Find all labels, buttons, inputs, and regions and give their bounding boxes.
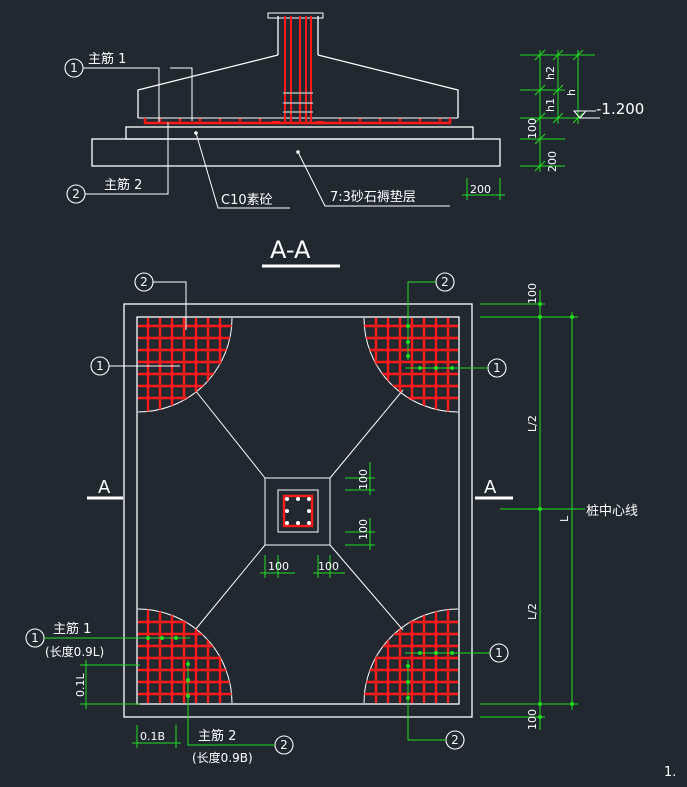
mesh-bottom-right <box>363 608 459 704</box>
section-main-bar-1-label: 主筋 1 <box>88 51 126 67</box>
col-dim-100-b: 100 <box>357 519 370 540</box>
column-dims: 100 100 100 100 <box>260 462 375 578</box>
footing-outline-plan <box>136 316 460 705</box>
tenth-dims: 0.1L 0.1B <box>74 660 181 748</box>
column-top-cap <box>267 12 324 19</box>
plan-main-bar-2-label: 主筋 2 <box>198 728 236 744</box>
column-rebars <box>272 16 324 123</box>
cut-label-right: A <box>484 477 497 498</box>
dim-200-horizontal: 200 <box>462 178 505 200</box>
footing-bottom-rebar <box>143 118 452 125</box>
col-dim-100-d: 100 <box>318 560 339 573</box>
plan-main-bar-1-length: (长度0.9L) <box>45 644 104 659</box>
dim-0-1L: 0.1L <box>74 673 87 697</box>
section-main-bar-2-label: 主筋 2 <box>104 177 142 193</box>
column-stirrup <box>282 494 314 528</box>
column-bars <box>285 497 311 525</box>
col-dim-100-a: 100 <box>357 469 370 490</box>
slope-lines <box>194 389 404 631</box>
gravel-label: 7:3砂石褥垫层 <box>330 189 416 205</box>
plan-bubble-1-bl-text: 1 <box>31 631 39 645</box>
c10-label: C10素砼 <box>221 193 273 208</box>
dim-100-bottom: 100 <box>526 709 539 730</box>
plan-bubble-2-br-text: 2 <box>451 733 459 747</box>
plan-leader-2-tl <box>153 281 187 330</box>
c10-leader <box>195 132 290 209</box>
column-section <box>277 489 319 533</box>
plan-leader-2-bl <box>187 660 275 746</box>
section-bubble-1-text: 1 <box>70 61 78 75</box>
elevation-text: -1.200 <box>596 100 644 118</box>
plan-bubble-2-tl-text: 2 <box>140 275 148 289</box>
dim-200-section: 200 <box>546 151 559 172</box>
plan-view: A-A <box>25 236 638 765</box>
gravel-cushion-layer <box>91 138 501 167</box>
gravel-leader <box>297 151 450 207</box>
plan-bubble-1-tr-text: 1 <box>493 361 501 375</box>
plan-bubble-1-tl-text: 1 <box>96 359 104 373</box>
dim-h: h <box>565 89 578 96</box>
cut-label-left: A <box>98 477 111 498</box>
dim-h1: h1 <box>544 98 557 112</box>
section-bubble-2-text: 2 <box>72 187 80 201</box>
footing-right-slope <box>317 54 459 118</box>
dim-200-horizontal-text: 200 <box>470 183 491 196</box>
c10-concrete-layer <box>125 126 474 140</box>
pile-center-label: 桩中心线 <box>586 504 638 519</box>
dim-L: L <box>558 515 571 522</box>
mesh-bottom-left <box>137 608 233 704</box>
column-pedestal <box>264 477 331 546</box>
section-view: 1 主筋 1 2 主筋 2 C10素砼 7:3砂石褥垫层 200 <box>64 12 644 209</box>
plan-main-bar-2-length: (长度0.9B) <box>192 750 253 765</box>
dim-100-top: 100 <box>526 283 539 304</box>
plan-leader-2-tr <box>407 281 436 360</box>
plan-length-dims: 100 L/2 L/2 100 L 桩中心线 <box>480 283 638 730</box>
plan-main-bar-1-label: 主筋 1 <box>53 621 91 637</box>
plan-bubble-1-br-text: 1 <box>495 646 503 660</box>
section-height-dims: h2 h1 h 100 200 <box>520 49 600 172</box>
dim-100-section: 100 <box>526 118 539 139</box>
mesh-top-right <box>363 317 459 413</box>
main-bar-1-leader-box <box>170 67 193 121</box>
elevation-mark: -1.200 <box>572 100 644 119</box>
dim-h2: h2 <box>544 66 557 80</box>
mesh-top-left <box>137 317 233 413</box>
gravel-outline-plan <box>123 303 473 718</box>
plan-leader-2-br <box>407 660 446 741</box>
col-dim-100-c: 100 <box>268 560 289 573</box>
dim-L-half-bottom: L/2 <box>526 603 539 620</box>
main-bar-2-leader <box>85 122 169 195</box>
plan-bubble-2-bl-text: 2 <box>280 738 288 752</box>
footing-left-slope <box>137 54 279 118</box>
plan-bubble-2-tr-text: 2 <box>441 275 449 289</box>
main-bar-1-leader <box>83 67 160 122</box>
bottom-rebar-dots <box>158 118 442 122</box>
page-number: 1. <box>664 765 676 780</box>
plan-title: A-A <box>270 236 311 264</box>
dim-0-1B: 0.1B <box>140 730 165 743</box>
dim-L-half-top: L/2 <box>526 415 539 432</box>
